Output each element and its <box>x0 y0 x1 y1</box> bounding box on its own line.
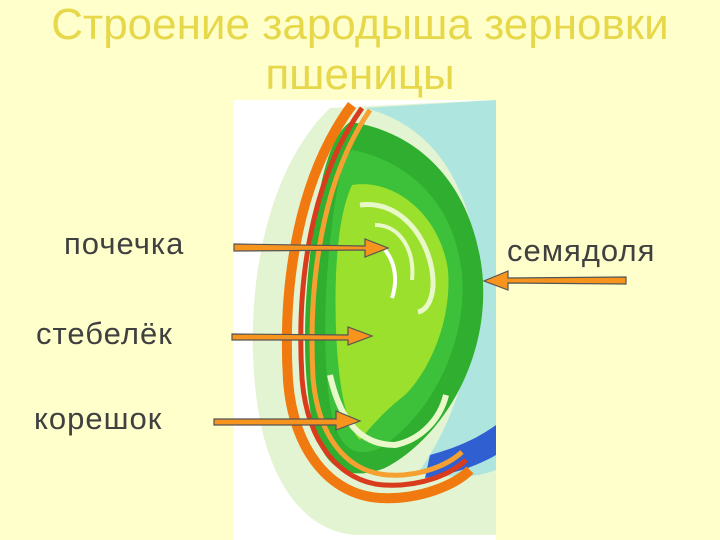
label-koreshok: корешок <box>34 401 163 436</box>
arrow-stebelek <box>231 326 374 346</box>
radicle-outline <box>327 374 449 449</box>
title-line-2: пшеницы <box>265 50 455 99</box>
slide-title: Строение зародыша зерновки пшеницы <box>0 0 720 100</box>
scutellum-region <box>365 100 496 477</box>
arrow-koreshok <box>213 410 362 431</box>
coat-orange-inner <box>309 108 464 478</box>
title-line-1: Строение зародыша зерновки <box>51 0 669 49</box>
arrow-semyadolya <box>482 270 627 291</box>
label-stebelek: стебелёк <box>36 316 173 351</box>
label-semyadolya: семядоля <box>507 233 656 268</box>
plumule-outline <box>359 201 436 315</box>
plumule-leaf <box>383 248 398 299</box>
label-pochechka: почечка <box>64 226 185 261</box>
plumule-inner <box>374 223 415 281</box>
arrow-pochechka <box>233 238 390 258</box>
